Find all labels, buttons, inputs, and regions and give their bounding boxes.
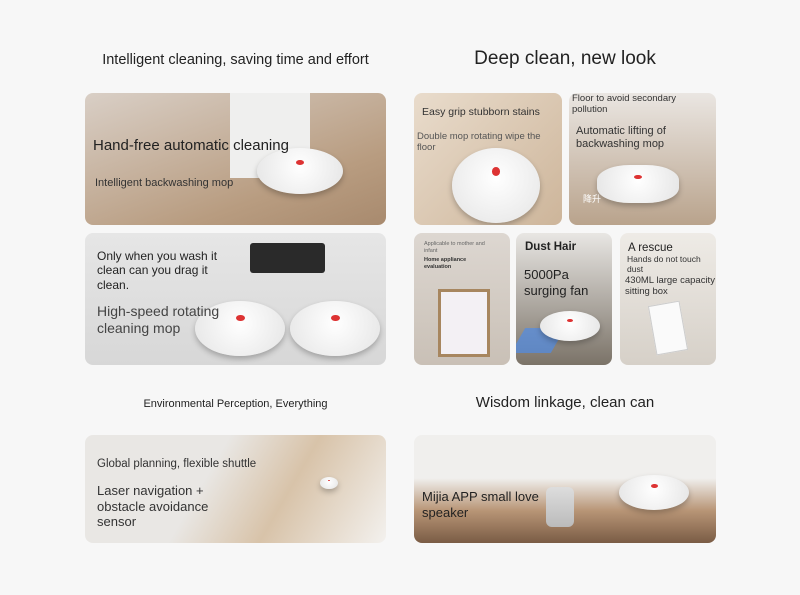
- lifting-title: Floor to avoid secondary pollution: [572, 93, 677, 116]
- heading-intelligent: Intelligent cleaning, saving time and ef…: [102, 52, 369, 68]
- rescue-title: A rescue: [628, 242, 673, 254]
- card-lifting: Floor to avoid secondary pollution Autom…: [569, 93, 716, 225]
- card-navigation: Global planning, flexible shuttle Laser …: [85, 435, 386, 543]
- rescue-line1: Hands do not touch dust: [627, 254, 701, 275]
- lifting-subtitle: Automatic lifting of backwashing mop: [576, 125, 666, 151]
- card-stains: Easy grip stubborn stains Double mop rot…: [414, 93, 562, 225]
- heading-deep-clean: Deep clean, new look: [474, 48, 656, 69]
- hand-free-subtitle: Intelligent backwashing mop: [95, 177, 234, 189]
- wash-title: High-speed rotating cleaning mop: [97, 303, 220, 336]
- lifting-badge: 降升: [583, 194, 602, 204]
- card-speaker: Mijia APP small love speaker: [414, 435, 716, 543]
- hand-free-title: Hand-free automatic cleaning: [93, 137, 289, 154]
- speaker-title: Mijia APP small love speaker: [422, 489, 539, 520]
- navigation-title: Global planning, flexible shuttle: [97, 458, 257, 470]
- robot-image: [257, 148, 343, 194]
- heading-environmental: Environmental Perception, Everything: [143, 398, 328, 410]
- card-fan: Dust Hair 5000Pa surging fan: [516, 233, 612, 365]
- card-rescue: A rescue Hands do not touch dust 430ML l…: [620, 233, 716, 365]
- certificate-line2: Home appliance evaluation: [424, 257, 467, 270]
- wash-text: Only when you wash it clean can you drag…: [97, 249, 218, 292]
- certificate-frame: [438, 289, 490, 357]
- stains-title: Easy grip stubborn stains: [422, 106, 540, 118]
- fan-subtitle: 5000Pa surging fan: [524, 267, 589, 298]
- rescue-line2: 430ML large capacity sitting box: [625, 275, 715, 298]
- speaker-image: [546, 487, 574, 527]
- heading-wisdom: Wisdom linkage, clean can: [475, 394, 655, 411]
- navigation-subtitle: Laser navigation + obstacle avoidance se…: [97, 483, 209, 530]
- fan-title: Dust Hair: [525, 241, 577, 253]
- card-wash: Only when you wash it clean can you drag…: [85, 233, 386, 365]
- card-hand-free: Hand-free automatic cleaning Intelligent…: [85, 93, 386, 225]
- dust-box: [647, 300, 689, 356]
- certificate-line1: Applicable to mother and infant: [424, 241, 485, 254]
- card-certificate: Applicable to mother and infant Home app…: [414, 233, 510, 365]
- stains-subtitle: Double mop rotating wipe the floor: [417, 131, 541, 154]
